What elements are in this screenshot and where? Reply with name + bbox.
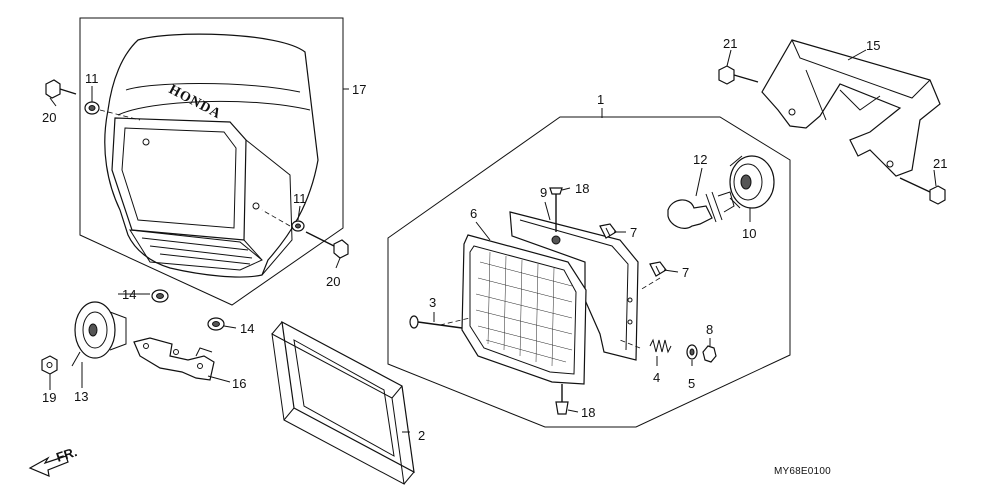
callout-16: 16	[232, 376, 246, 391]
case-grille	[129, 229, 263, 271]
diagram-code: MY68E0100	[774, 466, 831, 477]
callout-2: 2	[418, 428, 425, 443]
spring-4	[649, 338, 672, 354]
callout-11-left: 11	[85, 71, 99, 86]
nut-19	[41, 355, 58, 375]
case-bolt-hole-right	[252, 202, 260, 210]
callout-19: 19	[42, 390, 56, 405]
bolt-21-upper	[718, 65, 759, 85]
adjusting-screw-3	[409, 315, 463, 329]
callout-20-left: 20	[42, 110, 56, 125]
callout-15: 15	[866, 38, 880, 53]
lens-inner	[469, 245, 577, 375]
callout-6: 6	[470, 206, 477, 221]
callout-7-upper: 7	[630, 225, 637, 240]
bolt-21-lower	[899, 177, 946, 205]
headlight-bracket	[761, 39, 941, 177]
callout-9: 9	[540, 185, 547, 200]
socket-cover-10	[729, 155, 775, 209]
callout-18-top: 18	[575, 181, 589, 196]
headlight-housing	[509, 211, 639, 361]
callout-10: 10	[742, 226, 756, 241]
lens-pattern	[475, 251, 573, 367]
callout-21-lower: 21	[933, 156, 947, 171]
nut-8	[702, 345, 717, 363]
clip-7-lower	[649, 261, 667, 277]
headlight-rim	[271, 320, 415, 485]
callout-21-upper: 21	[723, 36, 737, 51]
grommet-11-right	[291, 220, 305, 232]
case-opening	[111, 117, 247, 241]
callout-12: 12	[693, 152, 707, 167]
leader-lines	[49, 49, 937, 433]
rubber-14-upper	[151, 289, 169, 303]
sealed-beam-lens	[461, 234, 587, 385]
callout-3: 3	[429, 295, 436, 310]
grommet-11-left	[84, 101, 100, 115]
washer-5	[686, 344, 698, 360]
callout-5: 5	[688, 376, 695, 391]
front-arrow-icon	[28, 455, 69, 477]
callout-13: 13	[74, 389, 88, 404]
bolt-20-left	[45, 79, 77, 99]
callout-4: 4	[653, 370, 660, 385]
case-cowl	[117, 83, 311, 116]
callout-11-right: 11	[293, 191, 307, 206]
callout-18-bottom: 18	[581, 405, 595, 420]
front-label: FR.	[54, 444, 79, 465]
bulb-12	[667, 191, 735, 229]
horn-bracket	[133, 337, 215, 381]
headlight-unit-group	[387, 116, 791, 428]
case-side	[243, 139, 293, 276]
case-opening-inner	[121, 127, 237, 229]
horn	[71, 301, 127, 367]
callout-17: 17	[352, 82, 366, 97]
callout-14-lower: 14	[240, 321, 254, 336]
bolt-20-right	[305, 231, 349, 259]
screw-18-top	[549, 187, 563, 245]
callout-1: 1	[597, 92, 604, 107]
front-direction-indicator: FR.	[28, 444, 79, 477]
callout-7-lower: 7	[682, 265, 689, 280]
callout-labels: 1 2 3 4 5 6 7 7 8 9 10 11 11 12 13 14 14…	[42, 36, 947, 443]
callout-20-right: 20	[326, 274, 340, 289]
headlight-case-group: HONDA	[79, 17, 344, 306]
assembly-outline-1	[387, 116, 791, 428]
screw-18-bottom	[555, 384, 569, 415]
callout-14-upper: 14	[122, 287, 136, 302]
case-bolt-hole-left	[142, 138, 150, 146]
rubber-14-lower	[207, 317, 225, 331]
callout-8: 8	[706, 322, 713, 337]
assembly-outline-17	[79, 17, 344, 306]
